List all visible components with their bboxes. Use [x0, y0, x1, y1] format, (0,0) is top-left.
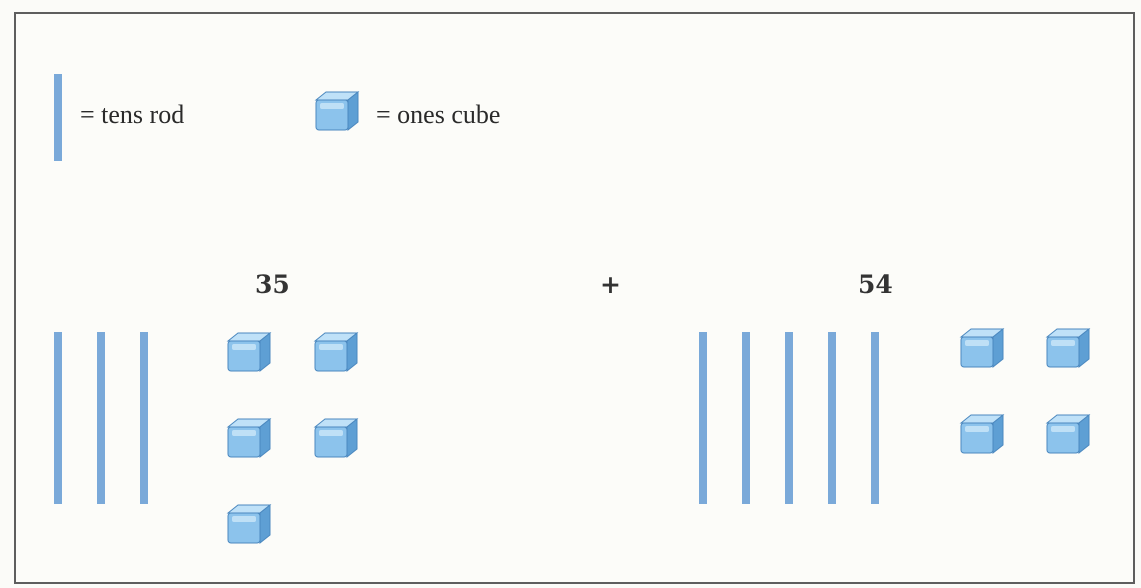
diagram-frame [14, 12, 1135, 584]
ones-cube [1045, 327, 1091, 369]
tens-rod [54, 332, 62, 504]
ones-cube [226, 417, 272, 459]
tens-rod [785, 332, 793, 504]
tens-rod [828, 332, 836, 504]
ones-cube [1045, 413, 1091, 455]
tens-rod [97, 332, 105, 504]
first-number: 35 [255, 270, 290, 299]
ones-cube [226, 331, 272, 373]
ones-cube [313, 417, 359, 459]
tens-rod [140, 332, 148, 504]
legend-ones-cube-label: = ones cube [376, 100, 501, 129]
legend-tens-rod [54, 74, 62, 161]
ones-cube [313, 331, 359, 373]
legend-tens-rod-label: = tens rod [80, 100, 185, 129]
tens-rod [742, 332, 750, 504]
tens-rod [699, 332, 707, 504]
ones-cube [959, 413, 1005, 455]
plus-operator: + [600, 270, 621, 299]
ones-cube [226, 503, 272, 545]
ones-cube [959, 327, 1005, 369]
second-number: 54 [858, 270, 893, 299]
tens-rod [871, 332, 879, 504]
legend-ones-cube [314, 90, 360, 132]
